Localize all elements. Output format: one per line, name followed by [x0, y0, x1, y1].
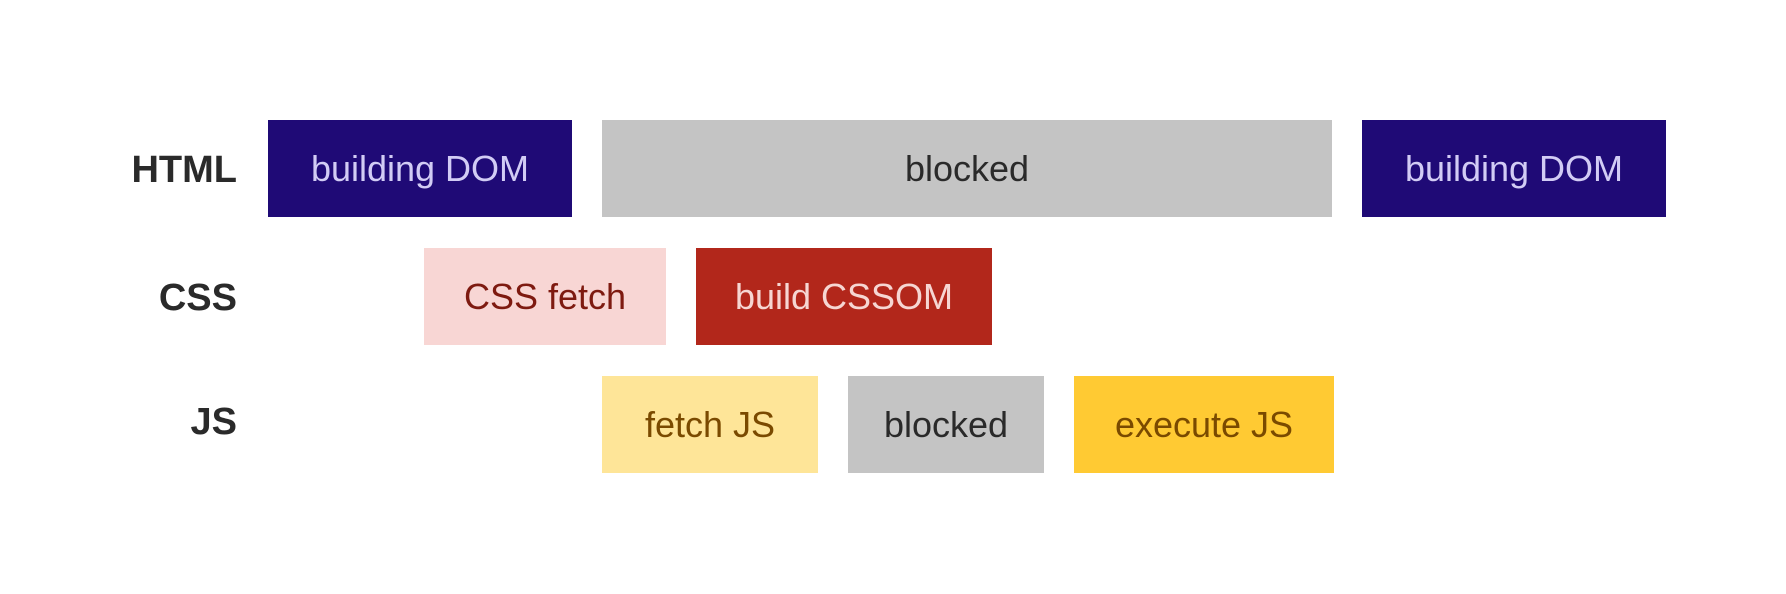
- js-blocked-block: blocked: [848, 376, 1044, 473]
- execute-js-block: execute JS: [1074, 376, 1334, 473]
- row-label-css: CSS: [158, 277, 237, 319]
- build-cssom-block: build CSSOM: [696, 248, 992, 345]
- fetch-js-block: fetch JS: [602, 376, 818, 473]
- html-blocked-block: blocked: [602, 120, 1332, 217]
- html-building-dom-block-2: building DOM: [1362, 120, 1666, 217]
- css-fetch-block: CSS fetch: [424, 248, 666, 345]
- row-label-js: JS: [190, 401, 237, 443]
- html-building-dom-block-1: building DOM: [268, 120, 572, 217]
- row-label-html: HTML: [131, 149, 237, 191]
